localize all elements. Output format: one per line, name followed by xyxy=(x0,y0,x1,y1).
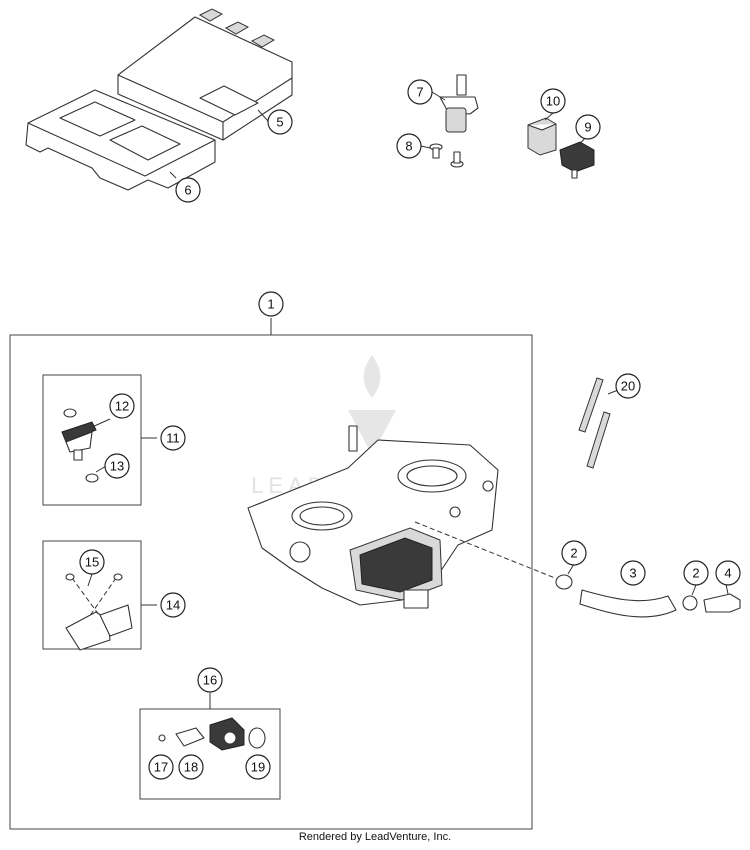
callout-15: 15 xyxy=(79,549,105,575)
callout-17: 17 xyxy=(148,754,174,780)
callout-2b: 2 xyxy=(683,560,709,586)
svg-text:12: 12 xyxy=(115,399,129,414)
callout-11: 11 xyxy=(160,425,186,451)
screw-17 xyxy=(158,734,166,742)
callout-7: 7 xyxy=(407,79,433,105)
callout-20: 20 xyxy=(615,373,641,399)
callout-10: 10 xyxy=(540,88,566,114)
svg-text:14: 14 xyxy=(166,598,180,613)
holder-10 xyxy=(527,117,557,156)
callout-4: 4 xyxy=(715,560,741,586)
pin-20b xyxy=(586,411,611,469)
screw-8b xyxy=(450,151,464,168)
svg-text:10: 10 xyxy=(546,94,560,109)
svg-text:16: 16 xyxy=(203,673,217,688)
callout-19: 19 xyxy=(245,754,271,780)
callout-13: 13 xyxy=(104,453,130,479)
svg-text:8: 8 xyxy=(405,139,412,154)
svg-text:3: 3 xyxy=(629,566,636,581)
callout-8: 8 xyxy=(396,133,422,159)
throttle-body-assembly-frame xyxy=(9,334,533,830)
callout-6: 6 xyxy=(175,177,201,203)
sensor-7 xyxy=(439,74,479,133)
pin-20a xyxy=(578,377,604,433)
callout-12: 12 xyxy=(109,393,135,419)
callout-5: 5 xyxy=(267,109,293,135)
o-ring-12 xyxy=(63,408,77,418)
svg-text:17: 17 xyxy=(154,760,168,775)
svg-text:20: 20 xyxy=(621,379,635,394)
callout-16: 16 xyxy=(197,667,223,693)
svg-text:7: 7 xyxy=(416,85,423,100)
svg-text:15: 15 xyxy=(85,555,99,570)
injector-set-frame xyxy=(42,540,142,650)
footer-credit: Rendered by LeadVenture, Inc. xyxy=(298,831,452,843)
injector-kit-frame xyxy=(42,374,142,506)
clamp-2b xyxy=(682,595,698,611)
callout-14: 14 xyxy=(160,592,186,618)
svg-text:19: 19 xyxy=(251,760,265,775)
svg-text:9: 9 xyxy=(584,120,591,135)
hose-3 xyxy=(579,589,677,618)
svg-text:6: 6 xyxy=(184,183,191,198)
screw-8a xyxy=(429,143,443,159)
callout-1: 1 xyxy=(258,291,284,317)
ecu-module xyxy=(117,8,293,141)
injector-11 xyxy=(61,421,97,461)
svg-text:11: 11 xyxy=(166,431,180,446)
sensor-kit-frame xyxy=(139,708,281,800)
callout-18: 18 xyxy=(178,754,204,780)
callout-3: 3 xyxy=(620,560,646,586)
fitting-4 xyxy=(703,593,741,613)
svg-text:18: 18 xyxy=(184,760,198,775)
svg-text:2: 2 xyxy=(570,546,577,561)
callout-2a: 2 xyxy=(561,540,587,566)
sensor-kit-16 xyxy=(158,717,266,751)
o-ring-13 xyxy=(85,473,99,483)
svg-text:5: 5 xyxy=(276,115,283,130)
ecu-bracket xyxy=(25,89,216,191)
callout-9: 9 xyxy=(575,114,601,140)
throttle-body xyxy=(247,425,499,609)
svg-text:2: 2 xyxy=(692,566,699,581)
svg-text:1: 1 xyxy=(267,297,274,312)
svg-text:13: 13 xyxy=(110,459,124,474)
o-ring-19 xyxy=(248,727,266,749)
svg-text:4: 4 xyxy=(724,566,731,581)
sensor-9 xyxy=(559,141,595,179)
gasket-18 xyxy=(175,727,205,747)
clamp-2a xyxy=(555,574,573,590)
injectors-14 xyxy=(65,573,133,651)
